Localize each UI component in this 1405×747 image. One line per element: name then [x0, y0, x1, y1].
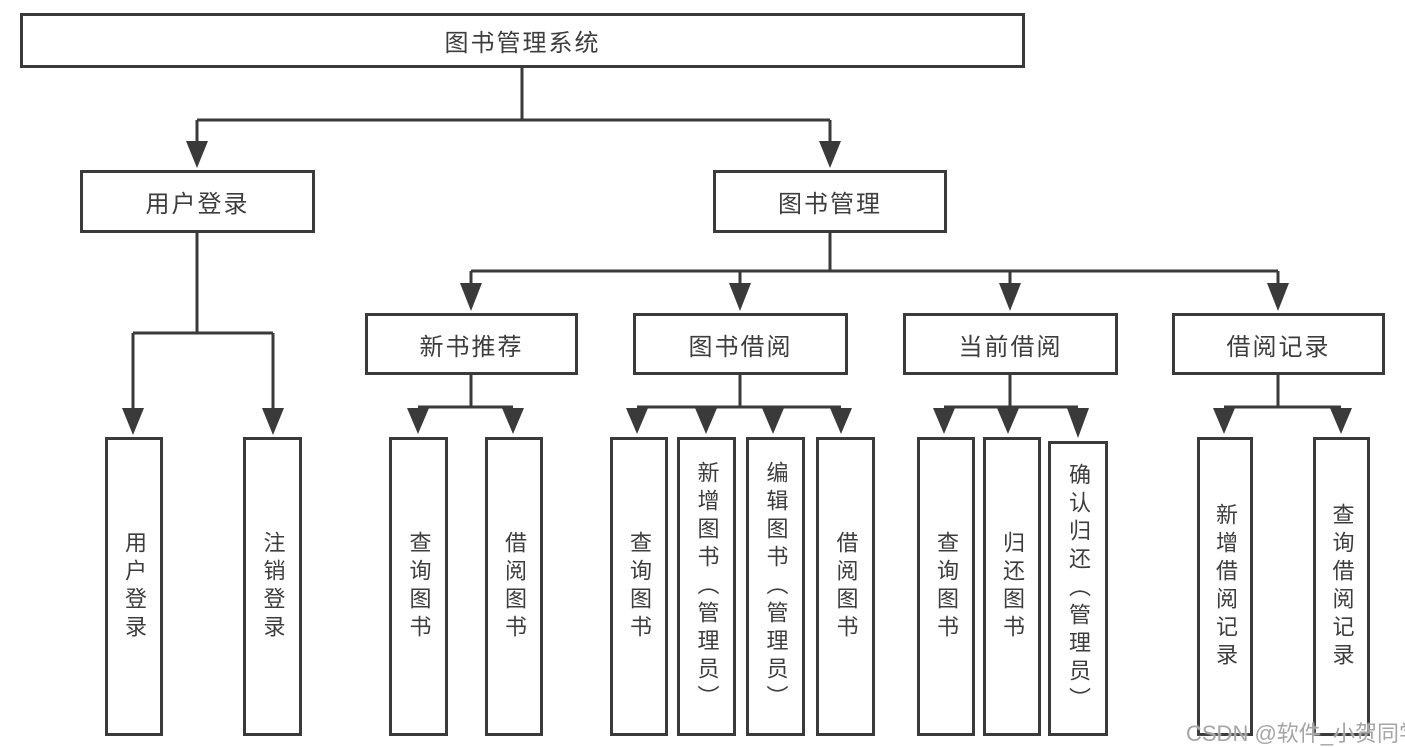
- node-label: 借阅图书: [502, 530, 527, 643]
- csdn-watermark: CSDN @软件_小贺同学: [1186, 721, 1405, 746]
- node-label: 归还图书: [1000, 530, 1025, 643]
- node-label: 借阅图书: [833, 530, 859, 643]
- node-label: 新增借阅记录: [1213, 502, 1238, 671]
- node-br-query-record: 查询借阅记录: [1313, 437, 1370, 736]
- node-label: 编辑图书（管理员）: [763, 460, 789, 713]
- node-logout: 注销登录: [243, 437, 302, 736]
- node-cb-confirm-return-admin: 确认归还（管理员）: [1048, 441, 1108, 736]
- node-cb-query-books: 查询图书: [917, 437, 975, 736]
- connector-root-to-level1: [186, 68, 841, 168]
- node-book-borrow: 图书借阅: [633, 313, 848, 375]
- node-label: 新书推荐: [419, 333, 524, 361]
- node-nbr-query-books: 查询图书: [389, 437, 448, 736]
- node-nbr-borrow-books: 借阅图书: [485, 437, 543, 736]
- connector-book-borrow-children: [626, 375, 852, 434]
- node-label: 当前借阅: [958, 333, 1063, 361]
- node-label: 用户登录: [145, 191, 250, 218]
- node-label: 图书管理系统: [444, 30, 601, 57]
- node-br-add-record: 新增借阅记录: [1197, 437, 1253, 736]
- node-bb-edit-books-admin: 编辑图书（管理员）: [746, 437, 805, 736]
- node-current-borrow: 当前借阅: [903, 313, 1118, 375]
- node-label: 图书借阅: [688, 333, 793, 361]
- connector-records-children: [1213, 375, 1352, 434]
- node-label: 注销登录: [260, 530, 286, 643]
- node-label: 查询图书: [406, 530, 432, 643]
- node-label: 借阅记录: [1226, 333, 1331, 361]
- node-label: 查询借阅记录: [1329, 502, 1355, 671]
- node-user-login-group: 用户登录: [80, 170, 315, 233]
- node-bb-add-books-admin: 新增图书（管理员）: [677, 437, 736, 736]
- node-user-login: 用户登录: [105, 437, 163, 736]
- node-bb-query-books: 查询图书: [610, 437, 668, 736]
- connector-book-mgmt-to-level2: [460, 233, 1289, 311]
- node-book-management: 图书管理: [713, 170, 947, 233]
- node-label: 查询图书: [627, 530, 652, 643]
- node-cb-return-books: 归还图书: [983, 437, 1041, 736]
- connector-current-borrow-children: [933, 375, 1089, 438]
- node-label: 图书管理: [778, 191, 882, 218]
- node-label: 新增图书（管理员）: [694, 460, 720, 713]
- connector-new-book-children: [407, 375, 524, 434]
- node-label: 用户登录: [122, 530, 147, 643]
- connector-user-login-children: [122, 233, 284, 435]
- node-borrow-records: 借阅记录: [1172, 313, 1385, 375]
- node-label: 确认归还（管理员）: [1066, 462, 1091, 715]
- node-bb-borrow-books: 借阅图书: [816, 437, 875, 736]
- node-label: 查询图书: [934, 530, 959, 643]
- node-library-system: 图书管理系统: [20, 13, 1025, 68]
- node-new-book-recommend: 新书推荐: [365, 313, 578, 375]
